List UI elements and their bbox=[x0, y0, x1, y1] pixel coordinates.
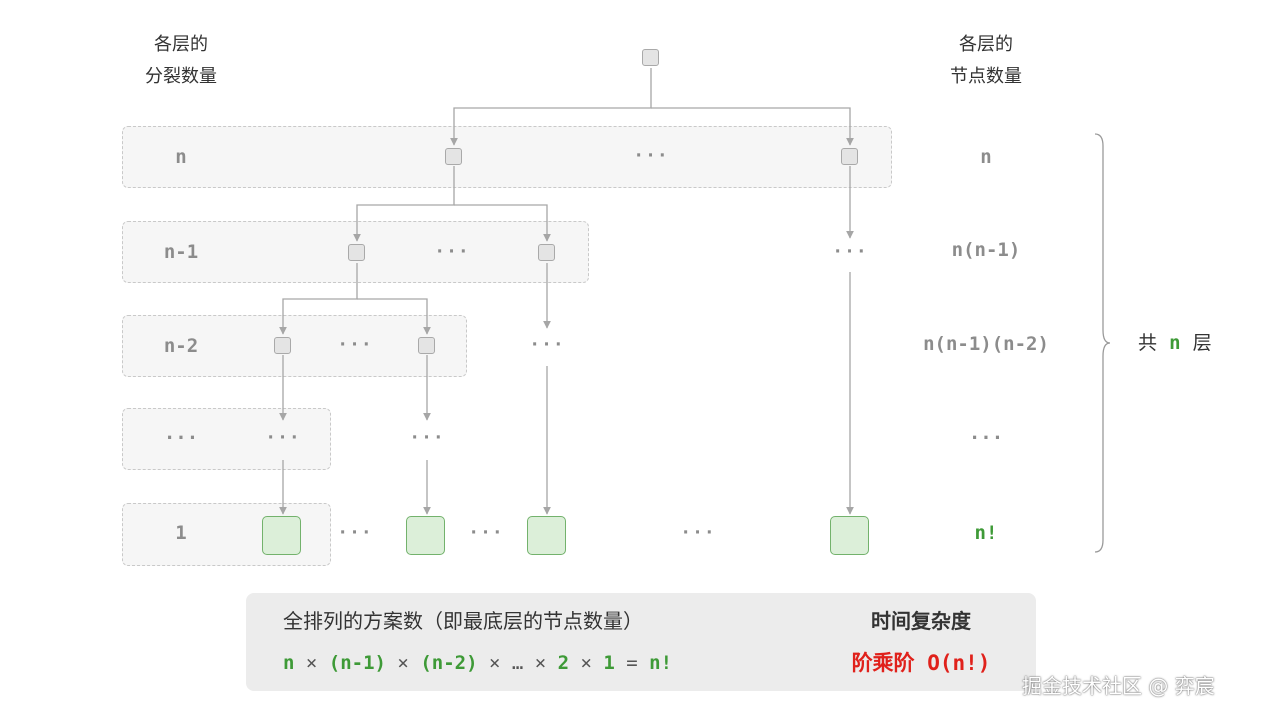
left-header: 各层的 分裂数量 bbox=[121, 29, 241, 93]
complexity-title: 时间复杂度 bbox=[871, 609, 971, 633]
level-split-label: n bbox=[175, 146, 187, 168]
formula-op: × bbox=[569, 652, 604, 674]
ellipsis: ··· bbox=[434, 241, 470, 262]
summary-formula: n × (n-1) × (n-2) × … × 2 × 1 = n! bbox=[283, 650, 672, 676]
formula-op: × bbox=[294, 652, 329, 674]
ellipsis: ··· bbox=[337, 522, 373, 543]
formula-term: 2 bbox=[557, 652, 570, 674]
left-header-line1: 各层的 bbox=[154, 34, 208, 55]
level-split-label: n-1 bbox=[163, 241, 199, 263]
ellipsis: ··· bbox=[409, 427, 445, 448]
ellipsis: ··· bbox=[680, 522, 716, 543]
level-band-1 bbox=[122, 126, 892, 188]
tree-node-root bbox=[642, 49, 659, 66]
formula-op: × … × bbox=[477, 652, 558, 674]
total-levels-var: n bbox=[1169, 332, 1181, 354]
level-count-label: ··· bbox=[968, 427, 1004, 449]
level-split-label: ··· bbox=[163, 427, 199, 449]
right-header: 各层的 节点数量 bbox=[926, 29, 1046, 93]
leaf-node bbox=[262, 516, 301, 555]
formula-op: × bbox=[385, 652, 421, 674]
ellipsis: ··· bbox=[468, 522, 504, 543]
ellipsis: ··· bbox=[265, 427, 301, 448]
level-count-label: n bbox=[980, 146, 992, 168]
complexity-value: 阶乘阶 O(n!) bbox=[851, 651, 991, 675]
tree-node bbox=[274, 337, 291, 354]
ellipsis: ··· bbox=[633, 145, 669, 166]
tree-node bbox=[348, 244, 365, 261]
watermark: 掘金技术社区 @ 弈宸 bbox=[1022, 674, 1215, 698]
formula-term: 1 bbox=[603, 652, 615, 674]
leaf-node bbox=[527, 516, 566, 555]
leaf-node bbox=[830, 516, 869, 555]
summary-title: 全排列的方案数（即最底层的节点数量） bbox=[283, 609, 643, 633]
total-levels-post: 层 bbox=[1192, 332, 1212, 354]
summary-box: 全排列的方案数（即最底层的节点数量） n × (n-1) × (n-2) × …… bbox=[246, 593, 1036, 691]
level-count-label-leaf: n! bbox=[974, 522, 998, 544]
level-brace bbox=[1094, 133, 1111, 553]
ellipsis: ··· bbox=[337, 334, 373, 355]
ellipsis: ··· bbox=[529, 334, 565, 355]
tree-node bbox=[445, 148, 462, 165]
right-header-line1: 各层的 bbox=[959, 34, 1013, 55]
ellipsis: ··· bbox=[832, 241, 868, 262]
level-band-4 bbox=[122, 408, 331, 470]
left-header-line2: 分裂数量 bbox=[145, 66, 217, 87]
formula-term: n bbox=[283, 652, 295, 674]
level-split-label: 1 bbox=[175, 522, 187, 544]
tree-node bbox=[538, 244, 555, 261]
formula-term: (n-1) bbox=[328, 652, 386, 674]
level-count-label: n(n-1) bbox=[951, 239, 1021, 261]
formula-term: n! bbox=[649, 652, 673, 674]
formula-op: = bbox=[614, 652, 650, 674]
level-split-label: n-2 bbox=[163, 335, 199, 357]
level-count-label: n(n-1)(n-2) bbox=[923, 333, 1049, 355]
total-levels-pre: 共 bbox=[1138, 332, 1158, 354]
right-header-line2: 节点数量 bbox=[950, 66, 1022, 87]
leaf-node bbox=[406, 516, 445, 555]
tree-node bbox=[418, 337, 435, 354]
tree-node bbox=[841, 148, 858, 165]
total-levels-label: 共 n 层 bbox=[1138, 330, 1212, 356]
formula-term: (n-2) bbox=[420, 652, 478, 674]
level-band-3 bbox=[122, 315, 467, 377]
